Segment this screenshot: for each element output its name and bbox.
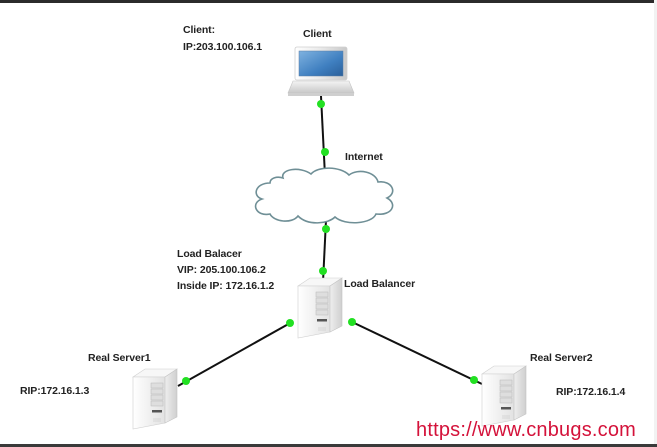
connector-dot <box>317 100 325 108</box>
internet-label: Internet <box>345 151 383 163</box>
client-ip: IP:203.100.106.1 <box>183 41 262 53</box>
client-info-title: Client: <box>183 24 215 36</box>
connector-dots <box>182 100 478 385</box>
links <box>177 95 483 387</box>
watermark-link[interactable]: https://www.cnbugs.com <box>416 419 637 441</box>
real-server2-rip: RIP:172.16.1.4 <box>556 386 626 398</box>
server-tower-icon <box>132 368 178 430</box>
load-balancer-info-title: Load Balacer <box>177 248 242 260</box>
link-client-internet <box>320 95 326 177</box>
cloud-icon <box>254 167 394 224</box>
server-tower-icon <box>297 277 343 339</box>
connector-dot <box>321 148 329 156</box>
link-loadbalancer-server1 <box>177 321 293 387</box>
link-loadbalancer-server2 <box>349 320 483 385</box>
connector-dot <box>182 377 190 385</box>
right-edge <box>654 0 657 447</box>
laptop-icon <box>287 46 355 96</box>
load-balancer-label: Load Balancer <box>344 278 416 290</box>
connector-dot <box>319 267 327 275</box>
top-border <box>0 0 657 3</box>
server-tower-icon <box>481 365 527 427</box>
real-server2-label: Real Server2 <box>530 352 593 364</box>
real-server1-label: Real Server1 <box>88 352 151 364</box>
connector-dot <box>322 225 330 233</box>
connector-dot <box>286 319 294 327</box>
bottom-border <box>0 444 657 447</box>
client-label: Client <box>303 28 332 40</box>
load-balancer-vip: VIP: 205.100.106.2 <box>177 264 266 276</box>
real-server1-rip: RIP:172.16.1.3 <box>20 385 90 397</box>
connector-dot <box>470 376 478 384</box>
load-balancer-inside-ip: Inside IP: 172.16.1.2 <box>177 280 275 292</box>
connector-dot <box>348 318 356 326</box>
